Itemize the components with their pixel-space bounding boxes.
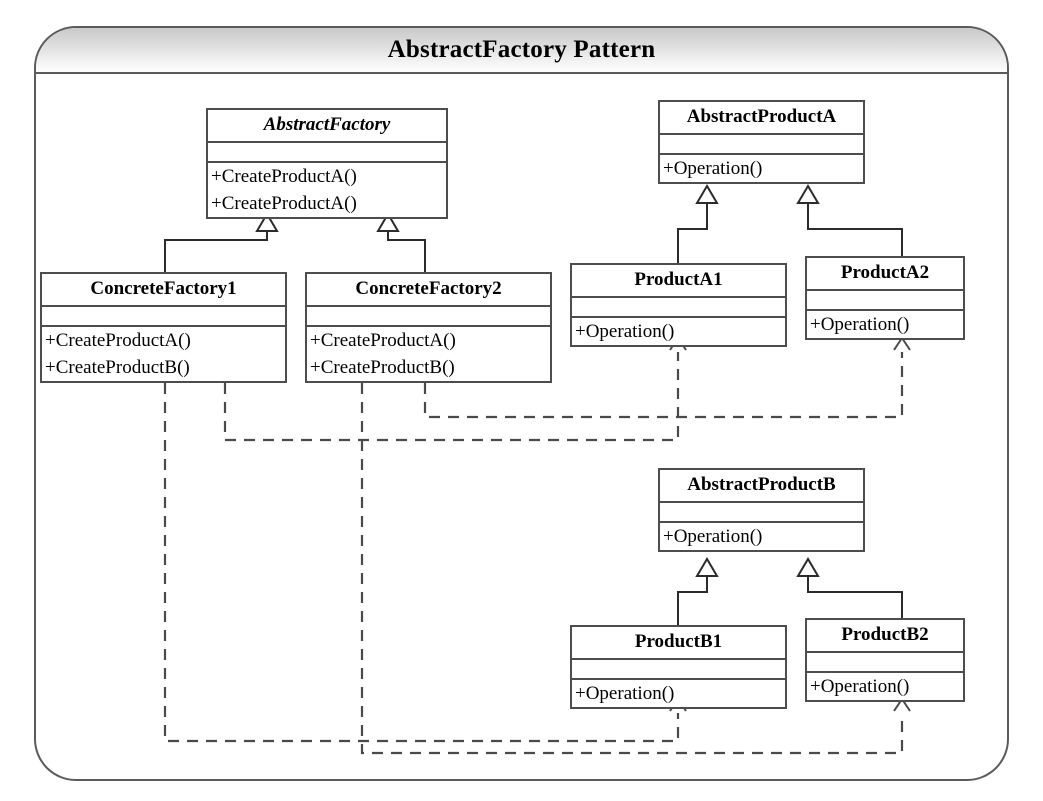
class-name-product-b1: ProductB1	[572, 627, 785, 660]
class-box-abstract-product-a[interactable]: AbstractProductA +Operation()	[658, 100, 865, 184]
class-operations-product-a2: +Operation()	[807, 311, 963, 338]
class-attributes-product-a1	[572, 298, 785, 318]
operation: +CreateProductA()	[211, 166, 357, 187]
class-name-concrete-factory-2: ConcreteFactory2	[307, 274, 550, 307]
class-attributes-concrete-factory-2	[307, 307, 550, 327]
class-operations-product-a1: +Operation()	[572, 318, 785, 345]
class-box-abstract-product-b[interactable]: AbstractProductB +Operation()	[658, 468, 865, 552]
class-name-abstract-product-a: AbstractProductA	[660, 102, 863, 135]
operation: +Operation()	[575, 683, 675, 704]
operation: +Operation()	[575, 321, 675, 342]
class-name-abstract-product-b: AbstractProductB	[660, 470, 863, 503]
class-operations-concrete-factory-2: +CreateProductA() +CreateProductB()	[307, 327, 550, 381]
operation: +CreateProductA()	[310, 330, 456, 351]
class-box-concrete-factory-1[interactable]: ConcreteFactory1 +CreateProductA() +Crea…	[40, 272, 287, 383]
class-operations-product-b1: +Operation()	[572, 680, 785, 707]
operation: +Operation()	[810, 676, 910, 697]
class-operations-abstract-product-a: +Operation()	[660, 155, 863, 182]
class-box-abstract-factory[interactable]: AbstractFactory +CreateProductA() +Creat…	[206, 108, 448, 219]
operation: +Operation()	[663, 158, 763, 179]
class-operations-abstract-product-b: +Operation()	[660, 523, 863, 550]
class-box-product-a2[interactable]: ProductA2 +Operation()	[805, 256, 965, 340]
class-box-product-a1[interactable]: ProductA1 +Operation()	[570, 263, 787, 347]
class-operations-product-b2: +Operation()	[807, 673, 963, 700]
operation: +CreateProductB()	[310, 357, 455, 378]
class-box-concrete-factory-2[interactable]: ConcreteFactory2 +CreateProductA() +Crea…	[305, 272, 552, 383]
class-attributes-product-b2	[807, 653, 963, 673]
class-box-product-b1[interactable]: ProductB1 +Operation()	[570, 625, 787, 709]
diagram-title-bar: AbstractFactory Pattern	[36, 28, 1007, 74]
class-attributes-abstract-product-b	[660, 503, 863, 523]
class-attributes-product-b1	[572, 660, 785, 680]
diagram-title: AbstractFactory Pattern	[387, 36, 656, 63]
class-operations-concrete-factory-1: +CreateProductA() +CreateProductB()	[42, 327, 285, 381]
class-name-product-b2: ProductB2	[807, 620, 963, 653]
class-attributes-concrete-factory-1	[42, 307, 285, 327]
class-box-product-b2[interactable]: ProductB2 +Operation()	[805, 618, 965, 702]
operation: +CreateProductA()	[211, 193, 357, 214]
operation: +CreateProductA()	[45, 330, 191, 351]
class-attributes-abstract-product-a	[660, 135, 863, 155]
operation: +CreateProductB()	[45, 357, 190, 378]
operation: +Operation()	[810, 314, 910, 335]
class-attributes-product-a2	[807, 291, 963, 311]
class-attributes-abstract-factory	[208, 143, 446, 163]
class-name-abstract-factory: AbstractFactory	[208, 110, 446, 143]
class-name-product-a1: ProductA1	[572, 265, 785, 298]
class-name-concrete-factory-1: ConcreteFactory1	[42, 274, 285, 307]
class-operations-abstract-factory: +CreateProductA() +CreateProductA()	[208, 163, 446, 217]
operation: +Operation()	[663, 526, 763, 547]
class-name-product-a2: ProductA2	[807, 258, 963, 291]
